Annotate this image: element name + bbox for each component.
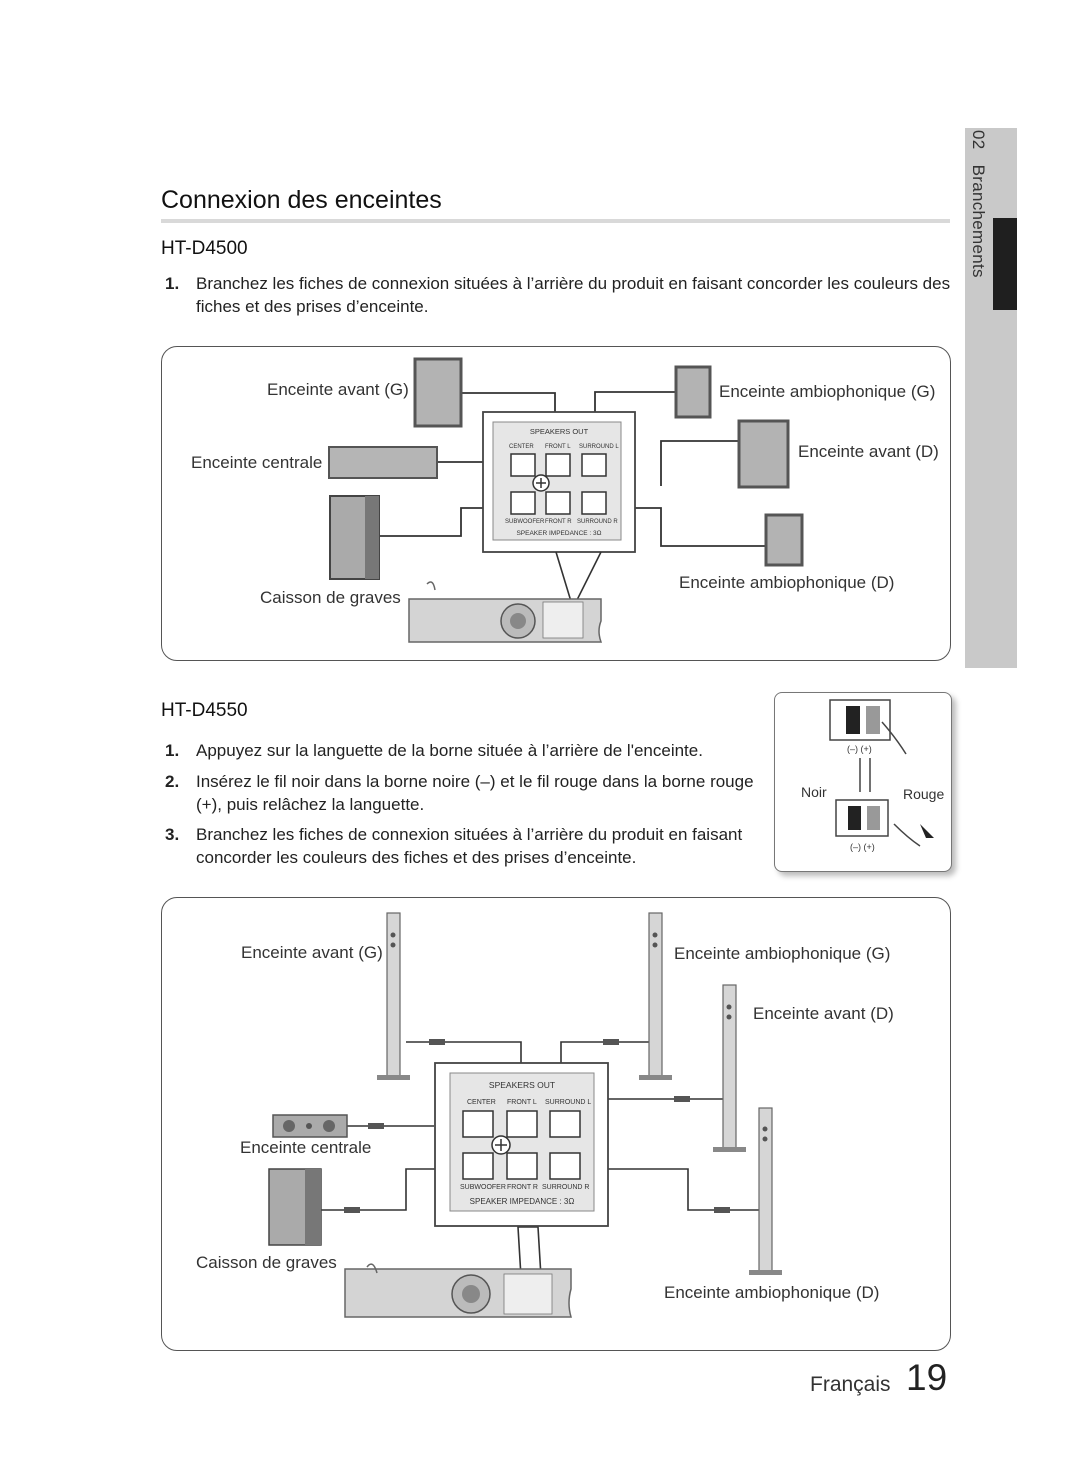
surround-right-tower-speaker	[749, 1107, 782, 1275]
panel-front-r: FRONT R	[545, 519, 572, 525]
label2-center: Enceinte centrale	[240, 1138, 372, 1157]
step-text-line1: Appuyez sur la languette de la borne sit…	[196, 741, 703, 760]
label-surround-right: Enceinte ambiophonique (D)	[679, 573, 895, 592]
label2-surround-right: Enceinte ambiophonique (D)	[664, 1283, 880, 1302]
panel-impedance: SPEAKER IMPEDANCE : 3Ω	[516, 530, 601, 537]
label-surround-left: Enceinte ambiophonique (G)	[719, 382, 936, 401]
label2-subwoofer: Caisson de graves	[196, 1253, 337, 1272]
front-right-tower-speaker	[713, 984, 746, 1152]
panel-center: CENTER	[509, 444, 534, 450]
sidebar-tab-marker	[993, 218, 1017, 310]
label-front-right: Enceinte avant (D)	[798, 442, 939, 461]
label2-surround-left: Enceinte ambiophonique (G)	[674, 944, 891, 963]
step-number: 2.	[165, 772, 180, 791]
step-text-line1: Branchez les fiches de connexion situées…	[196, 825, 743, 844]
panel2-surround-l: SURROUND L	[545, 1099, 591, 1106]
step-number: 3.	[165, 825, 180, 844]
panel2-front-r: FRONT R	[507, 1184, 538, 1191]
step-2-3: 3. Branchez les fiches de connexion situ…	[165, 823, 765, 871]
label2-front-right: Enceinte avant (D)	[753, 1004, 894, 1023]
panel-surround-r: SURROUND R	[577, 519, 618, 525]
model-heading-1: HT-D4500	[161, 238, 248, 259]
label-front-left: Enceinte avant (G)	[267, 380, 409, 399]
footer-language: Français	[810, 1373, 891, 1396]
panel-front-l: FRONT L	[545, 444, 571, 450]
panel2-surround-r: SURROUND R	[542, 1184, 589, 1191]
subwoofer-speaker-2	[268, 1168, 322, 1246]
step-2-1: 1. Appuyez sur la languette de la borne …	[165, 739, 765, 762]
front-left-speaker	[413, 357, 463, 428]
front-right-speaker	[737, 419, 790, 489]
step-1-1: 1. Branchez les fiches de connexion situ…	[165, 272, 955, 320]
panel2-front-l: FRONT L	[507, 1099, 537, 1106]
step-text-line1: Branchez les fiches de connexion situées…	[196, 274, 951, 293]
step-text-line2: fiches et des prises d’enceinte.	[196, 297, 429, 316]
chapter-title: Branchements	[969, 164, 988, 278]
page-title: Connexion des enceintes	[161, 186, 442, 214]
step-text-line2: concorder les couleurs des fiches et des…	[196, 848, 637, 867]
chapter-number: 02	[969, 130, 988, 150]
step-number: 1.	[165, 741, 180, 760]
step-2-2: 2. Insérez le fil noir dans la borne noi…	[165, 770, 765, 818]
surround-right-speaker	[764, 513, 804, 567]
center-speaker-2	[272, 1114, 348, 1138]
title-underline	[161, 219, 950, 223]
panel2-center: CENTER	[467, 1099, 496, 1106]
step-number: 1.	[165, 274, 180, 293]
panel2-impedance: SPEAKER IMPEDANCE : 3Ω	[470, 1197, 575, 1206]
step-text-line2: (+), puis relâchez la languette.	[196, 795, 425, 814]
panel-subwoofer: SUBWOOFER	[505, 519, 545, 525]
surround-left-tower-speaker	[639, 912, 672, 1080]
inset-label-red: Rouge	[903, 786, 945, 802]
panel-surround-l: SURROUND L	[579, 444, 619, 450]
diagram-2-wiring: SPEAKERS OUT CENTER FRONT L SURROUND L S…	[268, 912, 782, 1318]
terminal-inset-illustration: (–) (+) (–) (+)	[829, 699, 934, 852]
center-speaker	[328, 446, 438, 479]
panel-speakers-out: SPEAKERS OUT	[530, 427, 589, 436]
model-heading-2: HT-D4550	[161, 700, 248, 721]
panel2-speakers-out: SPEAKERS OUT	[489, 1080, 555, 1090]
page-number: 19	[906, 1357, 948, 1398]
inset-polarity-bottom: (–) (+)	[850, 842, 875, 852]
inset-polarity-top: (–) (+)	[847, 744, 872, 754]
label-subwoofer: Caisson de graves	[260, 588, 401, 607]
label-center: Enceinte centrale	[191, 453, 323, 472]
front-left-tower-speaker	[377, 912, 410, 1080]
inset-label-black: Noir	[801, 784, 827, 800]
sidebar-chapter-label: 02 Branchements	[958, 130, 998, 330]
panel2-subwoofer: SUBWOOFER	[460, 1184, 506, 1191]
label2-front-left: Enceinte avant (G)	[241, 943, 383, 962]
step-text-line1: Insérez le fil noir dans la borne noire …	[196, 772, 754, 791]
diagram-1-wiring: SPEAKERS OUT CENTER FRONT L SURROUND L S…	[328, 357, 804, 643]
surround-left-speaker	[674, 365, 712, 419]
